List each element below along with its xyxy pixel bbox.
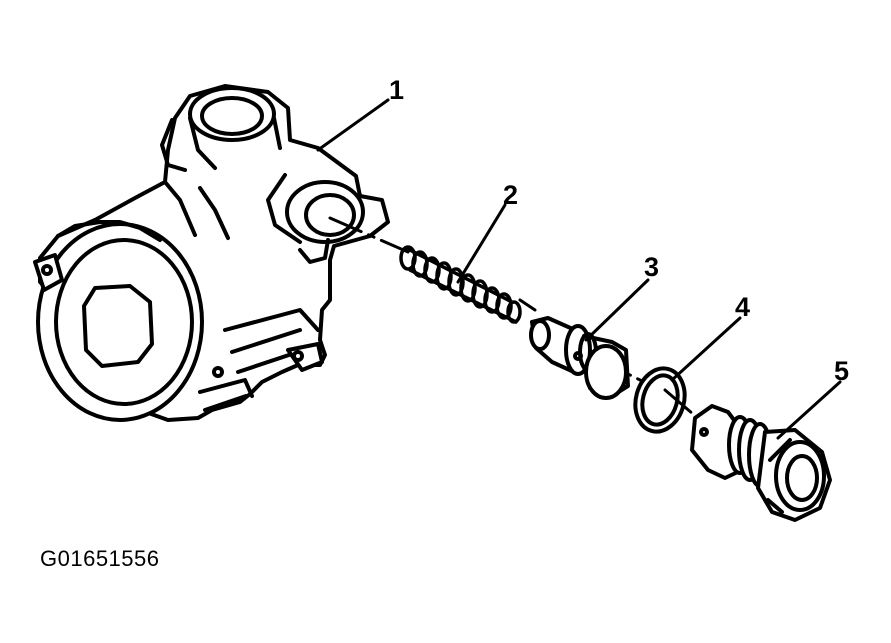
- assembly-axis-line: [328, 216, 702, 422]
- leader-line-3: [584, 278, 650, 342]
- callout-2: 2: [503, 180, 518, 210]
- leader-line-5: [776, 380, 842, 440]
- part-5-fitting: [690, 404, 832, 522]
- leader-line-4: [670, 316, 742, 382]
- part-2-spring: [399, 245, 522, 324]
- part-1-valve-housing: [33, 84, 390, 422]
- part-3-valve-poppet: [529, 316, 630, 400]
- leader-line-2: [456, 203, 507, 284]
- leader-line-1: [316, 98, 390, 152]
- callout-1: 1: [389, 75, 404, 105]
- callout-4: 4: [735, 292, 750, 322]
- part-4-o-ring: [633, 366, 687, 434]
- figure-code: G01651556: [40, 546, 160, 571]
- callout-5: 5: [834, 356, 849, 386]
- callout-3: 3: [644, 252, 659, 282]
